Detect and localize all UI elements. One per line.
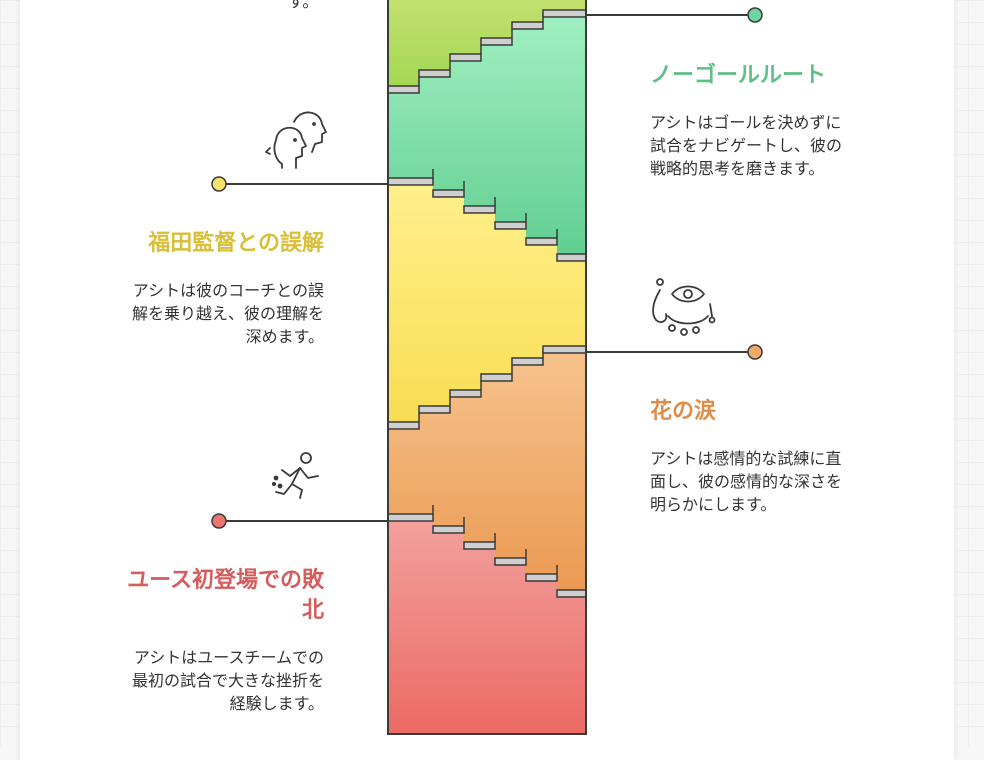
stair-tread — [463, 205, 496, 214]
partial-text-top: す。 — [288, 0, 319, 11]
stair-tread — [525, 237, 558, 246]
desc-first-defeat: アシトはユースチームでの 最初の試合で大きな挫折を 経験します。 — [84, 646, 324, 715]
stair-tread — [525, 573, 558, 582]
connector-dot-misunderstanding — [211, 176, 227, 192]
title-first-defeat: ユース初登場での敗 北 — [84, 566, 324, 626]
stair-tread — [432, 525, 465, 534]
stair-tread — [542, 345, 587, 354]
desc-line: 経験します。 — [229, 694, 324, 713]
title-misunderstanding: 福田監督との誤解 — [148, 231, 324, 256]
stair-tread — [387, 513, 434, 522]
desc-line: 試合をナビゲートし、彼の — [650, 136, 843, 155]
section-red — [388, 514, 586, 734]
stair-tread — [480, 373, 513, 382]
stair-tread — [449, 53, 482, 62]
running-person-icon — [271, 452, 319, 499]
title-line: ユース初登場での敗 — [127, 568, 324, 593]
desc-line: 深めます。 — [245, 327, 324, 346]
stair-treads — [387, 1, 587, 598]
desc-line: アシトはゴールを決めずに — [650, 113, 842, 132]
title-tears: 花の涙 — [650, 399, 717, 424]
two-faces-icon — [265, 111, 327, 169]
stair-tread — [556, 589, 587, 598]
stair-tread — [463, 541, 496, 550]
connector-dot-no-goal — [747, 7, 763, 23]
stair-tread — [542, 9, 587, 18]
stair-tread — [511, 357, 544, 366]
stair-tread — [387, 177, 434, 186]
desc-misunderstanding: アシトは彼のコーチとの誤 解を乗り越え、彼の理解を 深めます。 — [84, 279, 324, 348]
connector-dot-first-defeat — [211, 513, 227, 529]
stair-tread — [494, 221, 527, 230]
desc-line: アシトは感情的な試練に直 — [650, 449, 842, 468]
stair-tread — [418, 69, 451, 78]
crying-eye-icon — [652, 278, 716, 336]
desc-tears: アシトは感情的な試練に直 面し、彼の感情的な深さを 明らかにします。 — [650, 447, 890, 516]
desc-line: アシトはユースチームでの — [133, 648, 324, 667]
stair-tread — [387, 421, 420, 430]
desc-line: 面し、彼の感情的な深さを — [650, 472, 843, 491]
stair-tread — [449, 389, 482, 398]
stair-tread — [432, 189, 465, 198]
stair-tread — [494, 557, 527, 566]
stair-tread — [387, 85, 420, 94]
stair-tread — [511, 21, 544, 30]
desc-line: 戦略的思考を磨きます。 — [650, 159, 825, 178]
desc-line: 解を乗り越え、彼の理解を — [131, 304, 324, 323]
desc-line: 明らかにします。 — [650, 495, 777, 514]
desc-no-goal-route: アシトはゴールを決めずに 試合をナビゲートし、彼の 戦略的思考を磨きます。 — [650, 111, 890, 180]
title-line: 北 — [301, 598, 324, 623]
stair-tread — [480, 37, 513, 46]
desc-line: アシトは彼のコーチとの誤 — [132, 281, 324, 300]
title-no-goal-route: ノーゴールルート — [650, 63, 827, 88]
connector-dot-tears — [747, 344, 763, 360]
column-outline — [387, 0, 587, 735]
desc-line: 最初の試合で大きな挫折を — [131, 671, 324, 690]
stair-tread — [556, 253, 587, 262]
stair-tread — [418, 405, 451, 414]
